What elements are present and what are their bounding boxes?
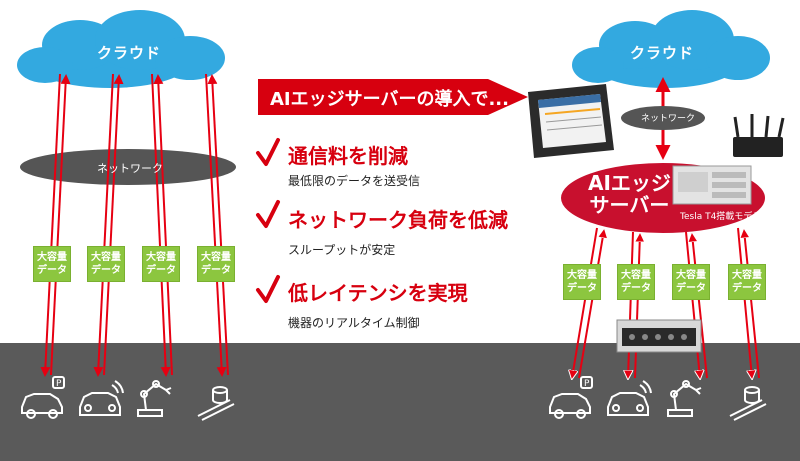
router-icon: [733, 114, 785, 157]
right-arrow-down-4: [737, 227, 752, 378]
badge-line1: 大容量: [676, 270, 706, 281]
right-network-label: ネットワーク: [641, 114, 696, 124]
left-network: [20, 149, 236, 185]
benefit-sub-1: 最低限のデータを送受信: [288, 174, 421, 188]
left-arrow-down-4: [205, 73, 227, 377]
ground-band: [0, 343, 800, 461]
benefit-sub-3: 機器のリアルタイム制御: [288, 316, 420, 330]
badge-line2: データ: [201, 265, 231, 276]
badge-line2: データ: [621, 283, 651, 294]
badge-line1: 大容量: [91, 252, 121, 263]
server-box-image: [672, 165, 752, 205]
checkmarks: [256, 138, 280, 303]
left-bottom-icons: P: [21, 376, 235, 421]
right-arrow-down-1: [572, 227, 598, 378]
server-label: AIエッジ サーバー: [588, 172, 671, 216]
benefit-title-1: 通信料を削減: [288, 144, 408, 168]
right-data-badge-3: 大容量 データ: [672, 264, 710, 300]
left-data-badge-3: 大容量 データ: [142, 246, 180, 282]
left-arrow-up-4: [207, 74, 229, 376]
right-data-badge-2: 大容量 データ: [617, 264, 655, 300]
banner-shape: [258, 79, 528, 115]
check-icon-2: [256, 200, 280, 228]
server-model-label: Tesla T4搭載モデル: [680, 212, 762, 222]
svg-text:P: P: [584, 379, 590, 389]
right-network: [621, 106, 705, 130]
right-arrow-up-2: [634, 234, 640, 379]
badge-line1: 大容量: [201, 252, 231, 263]
left-arrow-down-3: [151, 73, 171, 377]
connected-car-icon: [607, 380, 652, 416]
badge-line2: データ: [567, 283, 597, 294]
left-network-label: ネットワーク: [97, 162, 163, 175]
badge-line1: 大容量: [37, 252, 67, 263]
connected-car-icon: [79, 380, 124, 416]
left-cloud-label: クラウド: [97, 44, 162, 62]
parking-car-icon: P: [549, 376, 593, 419]
badge-line1: 大容量: [621, 270, 651, 281]
conveyor-icon: [729, 386, 767, 421]
left-arrow-up-1: [50, 74, 71, 376]
benefit-sub-2: スループットが安定: [288, 243, 396, 257]
left-data-badge-1: 大容量 データ: [33, 246, 71, 282]
badge-line2: データ: [91, 265, 121, 276]
badge-line1: 大容量: [732, 270, 762, 281]
right-arrow-down-3: [685, 231, 700, 378]
left-arrow-down-1: [40, 73, 61, 377]
check-icon-3: [256, 275, 280, 303]
benefit-title-3: 低レイテンシを実現: [288, 281, 468, 305]
left-arrow-down-2: [93, 73, 114, 377]
badge-line2: データ: [676, 283, 706, 294]
right-cloud: [572, 10, 770, 88]
check-icon-1: [256, 138, 280, 166]
badge-line2: データ: [732, 283, 762, 294]
banner-label: AIエッジサーバーの導入で...: [270, 89, 509, 110]
right-arrows: [572, 227, 760, 379]
server-label-line1: AIエッジ: [588, 171, 671, 195]
right-data-badge-4: 大容量 データ: [728, 264, 766, 300]
right-arrow-up-4: [744, 230, 760, 379]
badge-line1: 大容量: [146, 252, 176, 263]
badge-line2: データ: [37, 265, 67, 276]
parking-car-icon: P: [21, 376, 65, 419]
svg-text:P: P: [56, 379, 62, 389]
conveyor-icon: [197, 386, 235, 421]
left-arrow-up-2: [103, 74, 124, 376]
left-arrow-up-3: [153, 74, 173, 376]
robot-arm-icon: [137, 380, 172, 417]
edge-computer-image: [616, 319, 702, 353]
benefit-title-2: ネットワーク負荷を低減: [288, 208, 508, 232]
right-data-badge-1: 大容量 データ: [563, 264, 601, 300]
tablet-device-image: [528, 84, 614, 158]
right-cloud-label: クラウド: [630, 44, 695, 62]
right-arrow-up-1: [578, 230, 604, 379]
left-data-badge-4: 大容量 データ: [197, 246, 235, 282]
left-data-badge-2: 大容量 データ: [87, 246, 125, 282]
right-bottom-icons: P: [549, 376, 767, 421]
left-arrows: [40, 73, 229, 377]
badge-line2: データ: [146, 265, 176, 276]
server-label-line2: サーバー: [589, 193, 670, 217]
right-arrow-up-3: [692, 234, 708, 379]
robot-arm-icon: [667, 380, 702, 417]
badge-line1: 大容量: [567, 270, 597, 281]
right-arrow-down-2: [628, 231, 634, 378]
